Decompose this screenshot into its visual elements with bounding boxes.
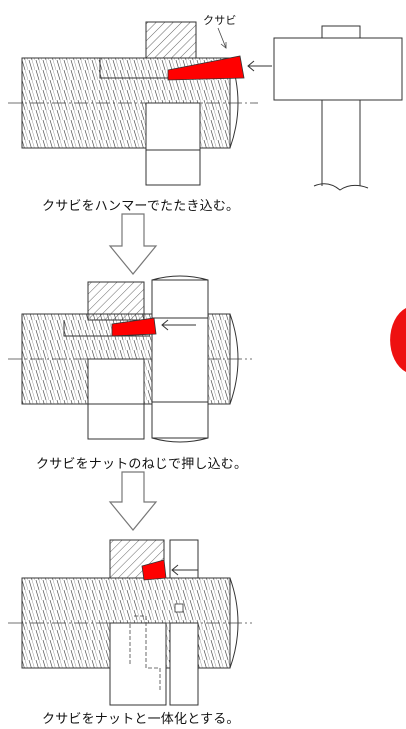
step-2-figure	[8, 275, 252, 443]
hammer-icon	[273, 25, 403, 191]
red-marker	[390, 308, 406, 372]
step-1-figure	[8, 21, 403, 191]
step-1-caption: クサビをハンマーでたたき込む。	[42, 199, 240, 214]
wedge	[111, 317, 157, 337]
wedge	[141, 559, 167, 581]
hatched-part	[145, 21, 197, 59]
step-3-caption: クサビをナットと一体化とする。	[42, 712, 240, 727]
nut	[87, 358, 145, 440]
step-2-caption: クサビをナットのねじで押し込む。	[36, 457, 248, 472]
nut	[109, 622, 167, 706]
hex-nut	[151, 275, 209, 443]
down-arrow-icon	[108, 213, 158, 275]
nut	[145, 102, 201, 186]
wedge	[167, 55, 245, 81]
step-3-figure	[8, 539, 252, 706]
wedge-callout-label: クサビ	[203, 14, 237, 27]
down-arrow-icon	[108, 471, 158, 531]
hatched-part	[87, 281, 145, 321]
